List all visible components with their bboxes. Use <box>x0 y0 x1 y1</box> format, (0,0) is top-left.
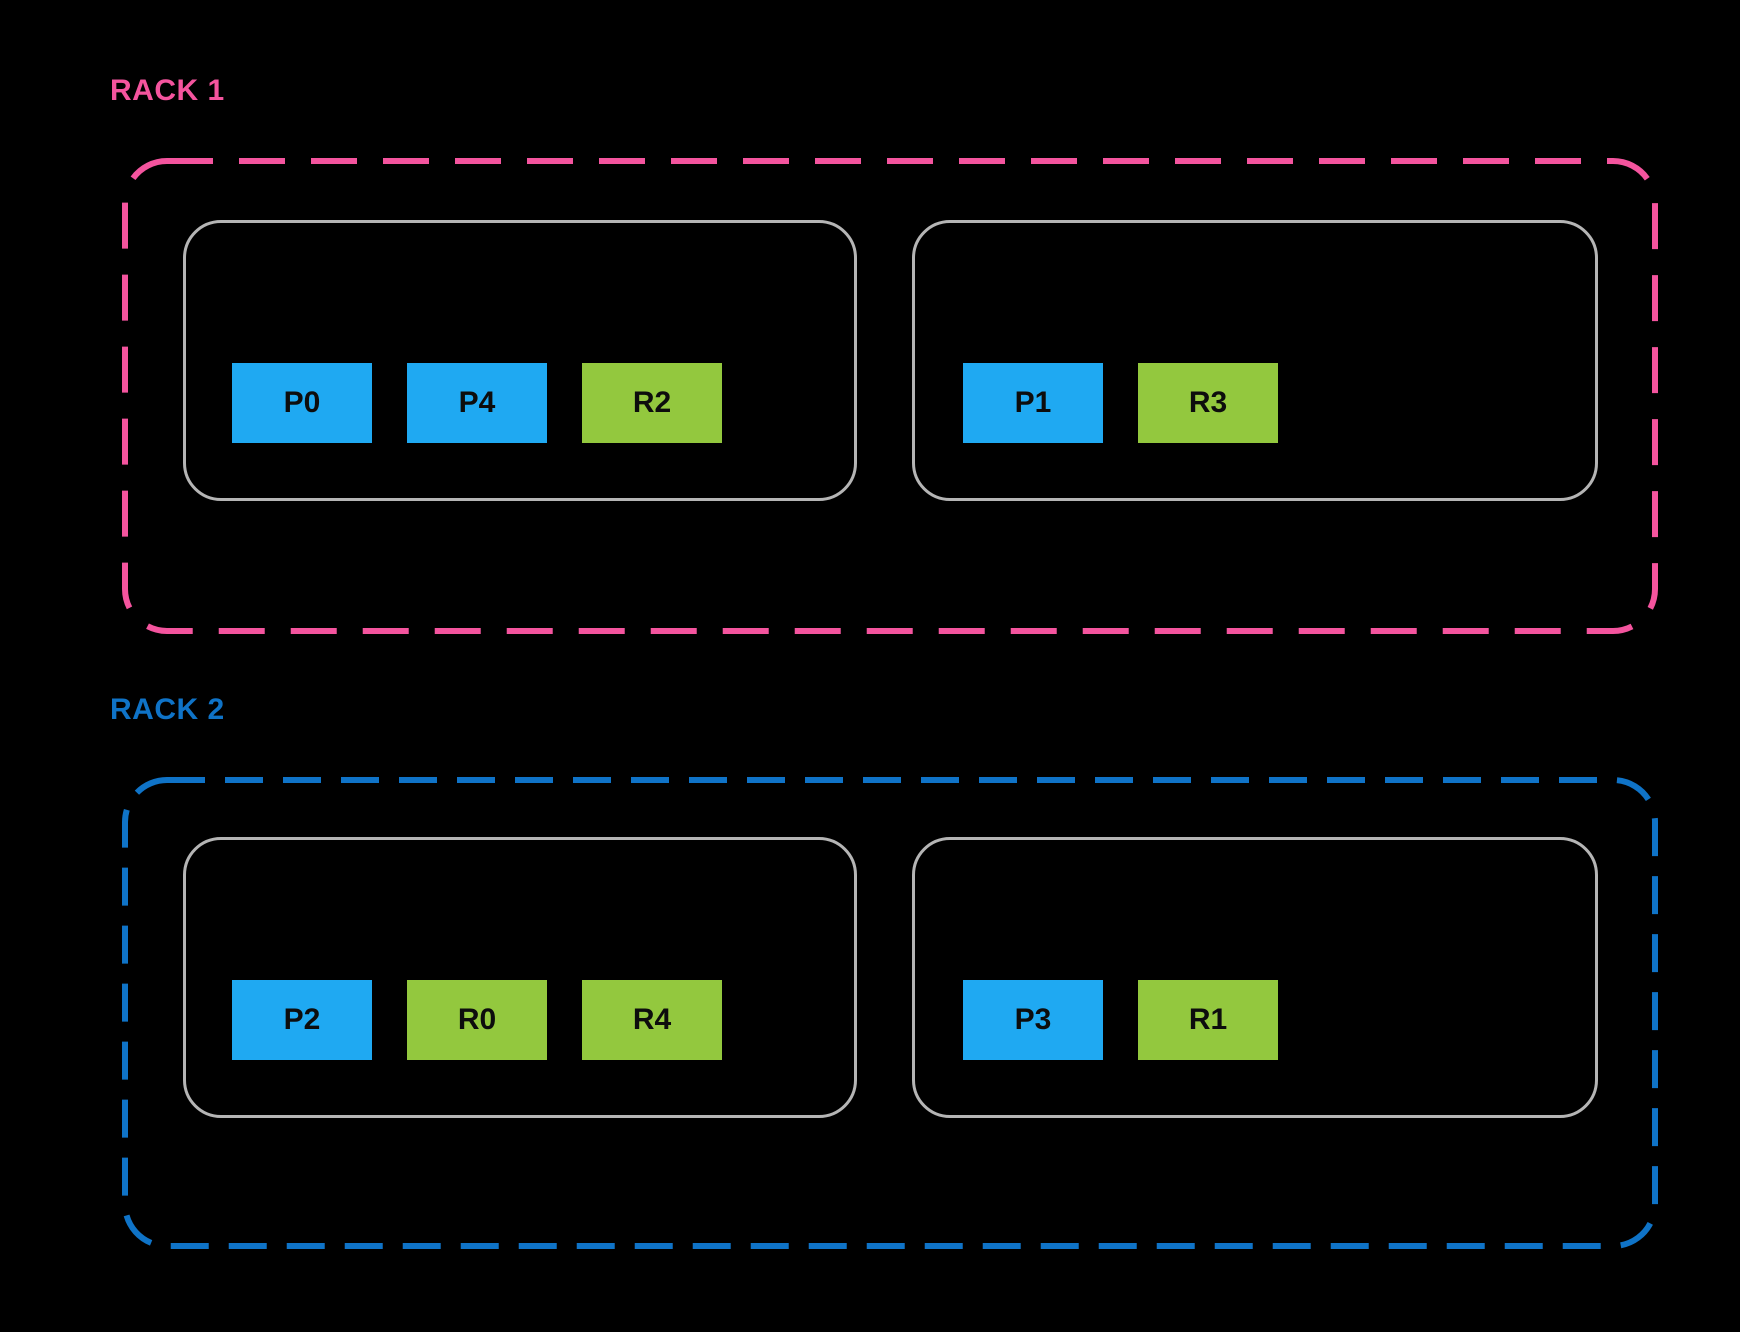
rack2-label: RACK 2 <box>110 693 225 726</box>
replica-block-r3: R3 <box>1138 363 1278 443</box>
replica-block-r1: R1 <box>1138 980 1278 1060</box>
rack1-node-2: P1 R3 <box>912 220 1598 501</box>
rack1-node-1: P0 P4 R2 <box>183 220 857 501</box>
rack2-node-2: P3 R1 <box>912 837 1598 1118</box>
partition-block-p2: P2 <box>232 980 372 1060</box>
rack1-dashed-border <box>122 158 1658 634</box>
partition-block-p0: P0 <box>232 363 372 443</box>
rack1-label: RACK 1 <box>110 74 225 107</box>
partition-block-p1: P1 <box>963 363 1103 443</box>
partition-block-p3: P3 <box>963 980 1103 1060</box>
replica-block-r4: R4 <box>582 980 722 1060</box>
rack2-dashed-border <box>122 777 1658 1249</box>
replica-block-r0: R0 <box>407 980 547 1060</box>
partition-block-p4: P4 <box>407 363 547 443</box>
rack2-container: P2 R0 R4 P3 R1 <box>122 777 1658 1249</box>
replica-block-r2: R2 <box>582 363 722 443</box>
rack2-node-1: P2 R0 R4 <box>183 837 857 1118</box>
rack1-container: P0 P4 R2 P1 R3 <box>122 158 1658 634</box>
